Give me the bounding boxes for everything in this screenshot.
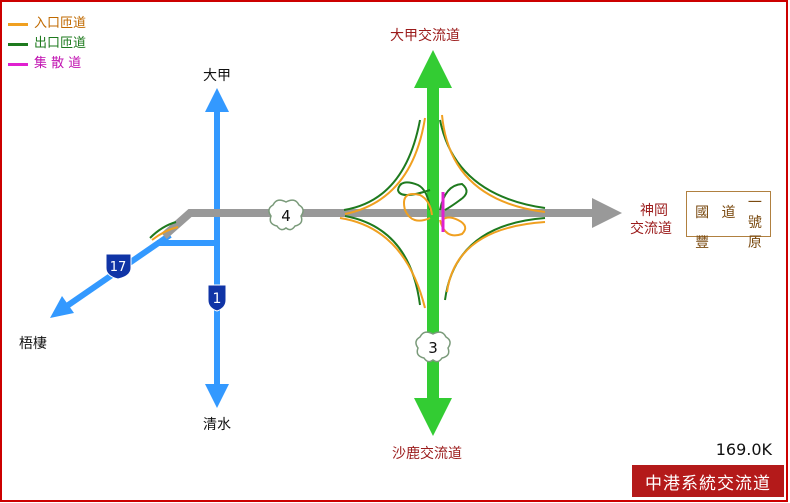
freeway-3 bbox=[414, 50, 452, 436]
shield-expressway-4: 4 bbox=[268, 199, 304, 231]
legend-exit-ramp: 出口匝道 bbox=[8, 34, 86, 54]
legend-entrance-ramp: 入口匝道 bbox=[8, 14, 86, 34]
milepost: 169.0K bbox=[715, 440, 772, 459]
ramp-hwy17-entrance bbox=[151, 226, 179, 241]
legend-label-entrance: 入口匝道 bbox=[34, 16, 87, 31]
shield-expressway-4-number: 4 bbox=[281, 207, 291, 225]
arrow-southwest-wuqi-icon bbox=[50, 296, 74, 318]
sign-char-3: 一號 bbox=[747, 195, 762, 231]
shield-provincial-1: 1 bbox=[207, 284, 227, 312]
label-shalu-interchange: 沙鹿交流道 bbox=[392, 446, 462, 462]
sign-char-2: 道 bbox=[721, 205, 736, 221]
arrow-east-shengang-icon bbox=[592, 198, 622, 228]
label-dajia-interchange: 大甲交流道 bbox=[390, 28, 460, 44]
legend-swatch-exit bbox=[8, 42, 28, 46]
sign-char-4: 豐 bbox=[695, 235, 710, 251]
shield-provincial-17: 17 bbox=[105, 253, 132, 280]
shield-freeway-3: 3 bbox=[415, 331, 451, 363]
provincial-highway-17 bbox=[50, 232, 215, 318]
arrow-north-dajia-ic-icon bbox=[414, 50, 452, 88]
shield-freeway-3-number: 3 bbox=[428, 339, 438, 357]
label-shengang-2: 交流道 bbox=[630, 221, 672, 237]
interchange-title: 中港系統交流道 bbox=[632, 465, 784, 497]
sign-char-1: 國 bbox=[695, 205, 710, 221]
legend-swatch-collector bbox=[8, 62, 28, 66]
label-wuqi: 梧棲 bbox=[19, 336, 47, 352]
arrow-south-shalu-ic-icon bbox=[414, 398, 452, 436]
legend-swatch-entrance bbox=[8, 22, 28, 26]
legend-label-collector: 集 散 道 bbox=[34, 56, 82, 71]
legend-label-exit: 出口匝道 bbox=[34, 36, 87, 51]
label-daja: 大甲 bbox=[203, 68, 231, 84]
shield-provincial-17-number: 17 bbox=[110, 260, 127, 275]
provincial-highway-1 bbox=[205, 88, 229, 408]
arrow-south-qingshui-icon bbox=[205, 384, 229, 408]
sign-char-6: 原 bbox=[747, 235, 762, 251]
shield-provincial-1-number: 1 bbox=[213, 291, 222, 307]
ramp-hwy17-exit bbox=[149, 221, 177, 239]
legend-collector: 集 散 道 bbox=[8, 54, 86, 74]
label-qingshui: 清水 bbox=[203, 417, 231, 433]
arrow-north-daja-icon bbox=[205, 88, 229, 112]
freeway-1-fengyuan-sign: 國 道 一號 豐 原 bbox=[686, 191, 771, 251]
entrance-ramps bbox=[339, 114, 546, 309]
legend: 入口匝道 出口匝道 集 散 道 bbox=[8, 14, 86, 74]
expressway-4 bbox=[161, 198, 622, 239]
label-shengang-1: 神岡 bbox=[640, 203, 668, 219]
